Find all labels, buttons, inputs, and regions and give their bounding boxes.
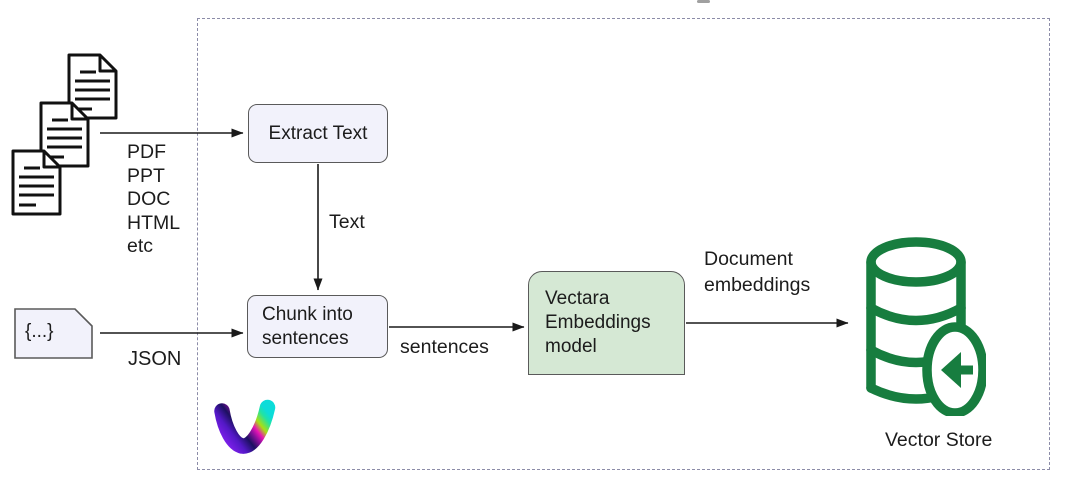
node-extract-text: Extract Text xyxy=(248,104,388,163)
sentences-arrow-label: sentences xyxy=(400,336,489,358)
format-item: PPT xyxy=(127,164,165,187)
source-formats-label: PDF PPT DOC HTML etc xyxy=(127,141,180,259)
json-arrow-label: JSON xyxy=(128,348,182,370)
format-item: DOC xyxy=(127,188,171,210)
json-braces-label: {...} xyxy=(25,321,54,342)
node-vectara-embeddings-model: Vectara Embeddings model xyxy=(528,271,685,375)
format-item: PDF xyxy=(127,141,166,163)
node-chunk-into-sentences: Chunk into sentences xyxy=(247,295,388,358)
database-import-icon xyxy=(866,237,986,416)
text-arrow-label: Text xyxy=(329,211,365,233)
pipeline-boundary xyxy=(197,18,1050,470)
format-item: HTML xyxy=(127,211,181,234)
node-model-label: Vectara Embeddings model xyxy=(545,288,651,357)
node-extract-text-label: Extract Text xyxy=(268,122,368,144)
node-chunk-label: Chunk into sentences xyxy=(262,303,353,349)
cropped-title-fragment xyxy=(697,0,710,3)
vectara-logo-icon xyxy=(214,399,276,454)
document-embeddings-label: Document embeddings xyxy=(704,248,811,296)
json-file-icon xyxy=(14,308,93,359)
document-icon xyxy=(67,53,118,120)
document-icon xyxy=(39,101,90,168)
import-arrow-glyph xyxy=(941,352,973,388)
document-icon xyxy=(11,149,62,216)
vector-store-label: Vector Store xyxy=(885,429,993,451)
format-item: etc xyxy=(127,235,154,257)
